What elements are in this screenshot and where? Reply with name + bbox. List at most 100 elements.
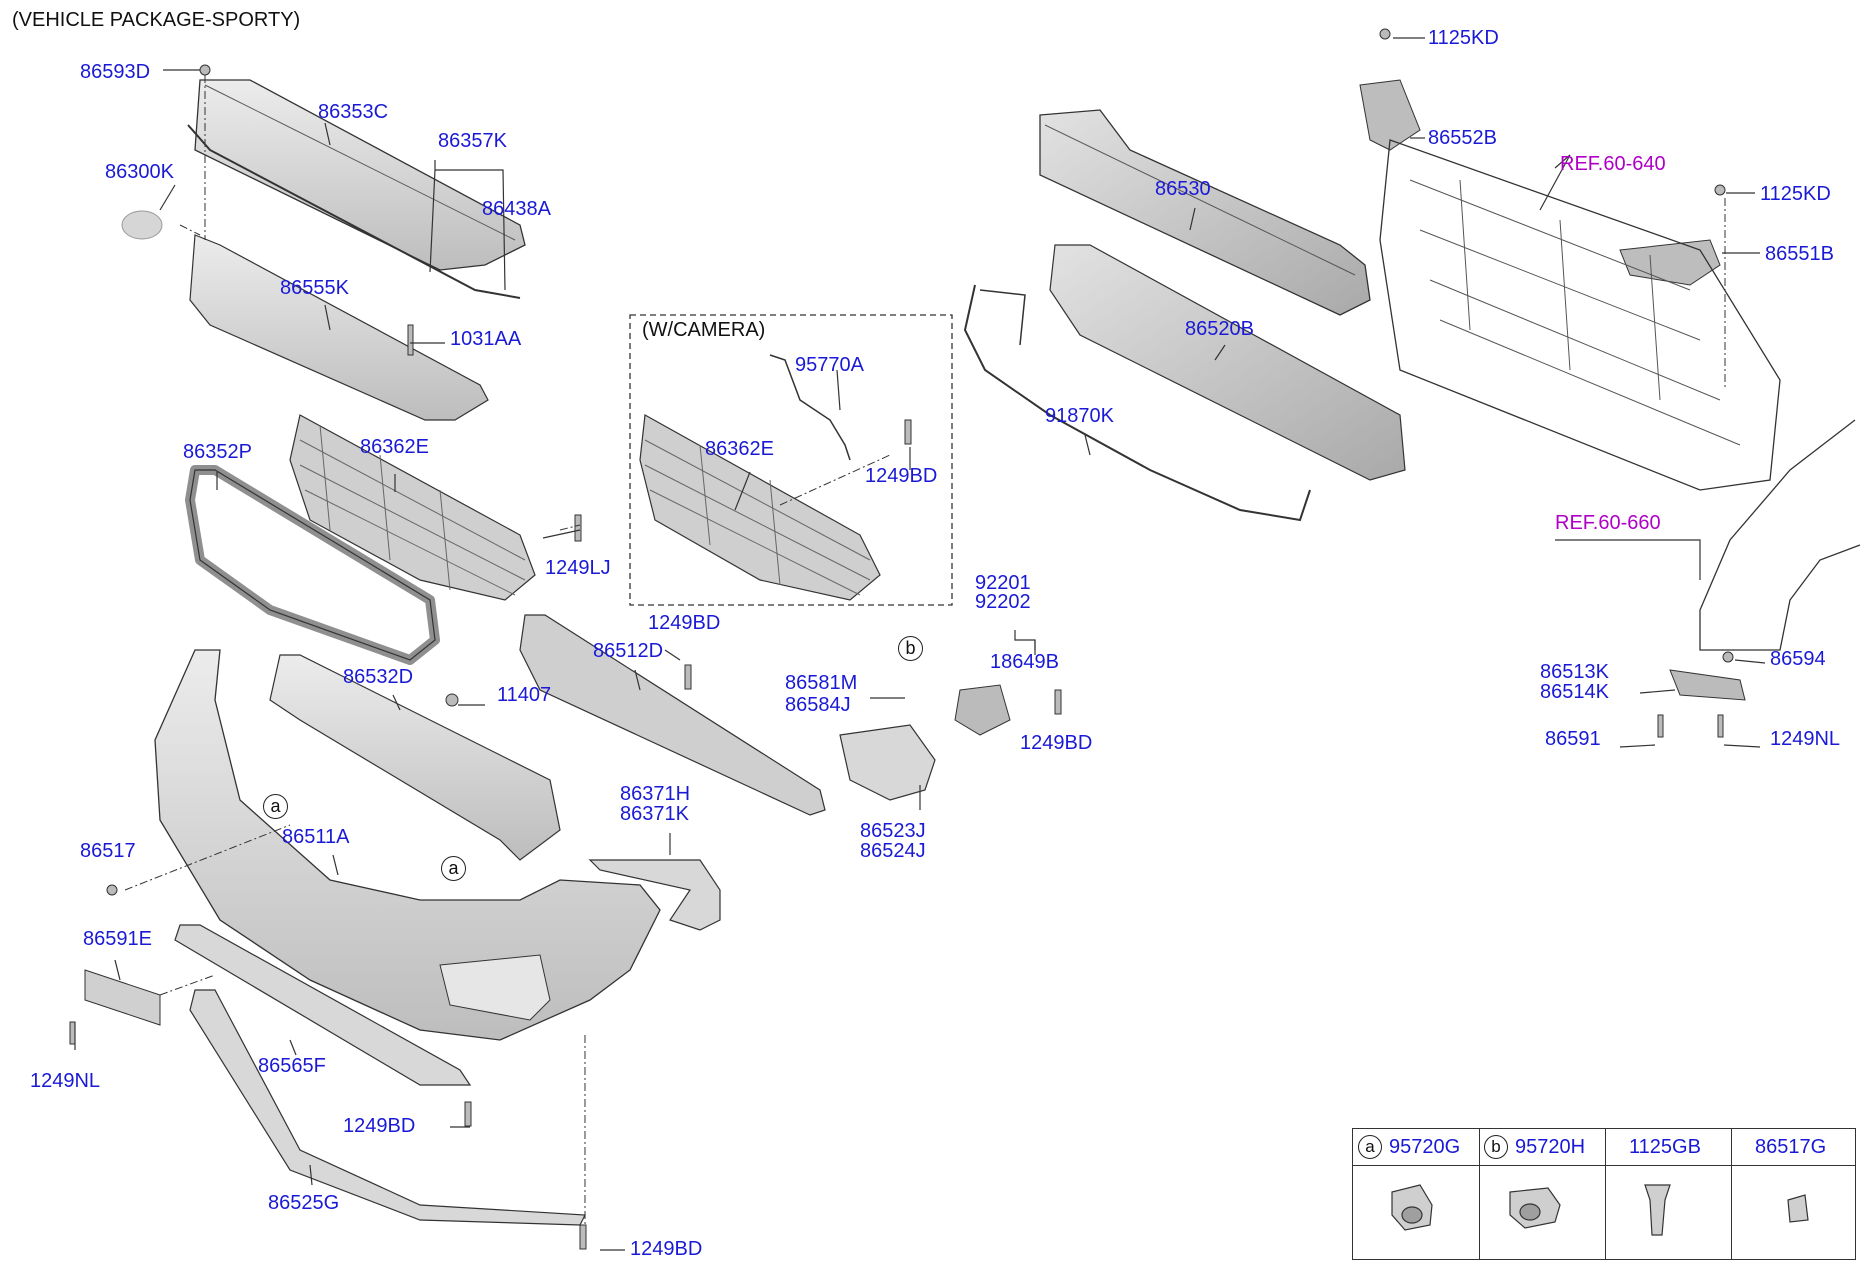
label-1249bd-bottom[interactable]: 1249BD [630,1238,703,1260]
part-86565f-strip [174,924,472,1086]
label-86513k[interactable]: 86513K [1540,661,1609,683]
label-18649b[interactable]: 18649B [990,651,1059,673]
callout-b: b [898,636,923,661]
callout-a-right: a [441,856,466,881]
label-91870k[interactable]: 91870K [1045,405,1114,427]
label-86523j[interactable]: 86523J [860,820,926,842]
label-86591e[interactable]: 86591E [83,928,152,950]
part-86530-beam [1039,109,1371,316]
fender-outline [1699,419,1861,651]
legend-code-86517g[interactable]: 86517G [1755,1136,1827,1158]
fastener-1249bd-d [579,1224,587,1250]
label-86530[interactable]: 86530 [1155,178,1211,200]
label-1249bd-camera[interactable]: 1249BD [865,465,938,487]
label-86555k[interactable]: 86555K [280,277,349,299]
label-86512d[interactable]: 86512D [593,640,664,662]
label-86593d[interactable]: 86593D [80,61,151,83]
clip-icon [1787,1194,1809,1223]
label-86584j[interactable]: 86584J [785,694,851,716]
label-11407[interactable]: 11407 [497,684,552,706]
label-1249bd-upper[interactable]: 1249BD [648,612,721,634]
fastener-86517 [106,884,118,896]
label-86362e[interactable]: 86362E [360,436,429,458]
part-86555k-garnish [189,234,489,421]
ref-60-640[interactable]: REF.60-640 [1560,153,1666,175]
part-86552b-bracket [1359,79,1421,151]
fastener-86594 [1722,651,1734,663]
label-86371k[interactable]: 86371K [620,803,689,825]
fastener-1249lj [574,514,582,542]
legend-icons [1391,1184,1809,1236]
part-86523j-bezel [839,724,936,801]
label-86551b[interactable]: 86551B [1765,243,1834,265]
label-86520b[interactable]: 86520B [1185,318,1254,340]
label-86352p[interactable]: 86352P [183,441,252,463]
label-86591[interactable]: 86591 [1545,728,1601,750]
fastener-1249nl-l [69,1021,76,1045]
legend-code-95720g[interactable]: 95720G [1389,1136,1461,1158]
legend-column-divider [1479,1129,1480,1259]
legend-code-95720h[interactable]: 95720H [1515,1136,1586,1158]
fastener-1125kd-b [1714,184,1726,196]
legend-column-divider [1731,1129,1732,1259]
legend-circle-b: b [1484,1135,1508,1159]
label-86514k[interactable]: 86514K [1540,681,1609,703]
camera-box-title: (W/CAMERA) [642,319,766,341]
callout-a-left: a [263,794,288,819]
label-86525g[interactable]: 86525G [268,1192,340,1214]
label-86532d[interactable]: 86532D [343,666,414,688]
part-86511a-bumper [154,649,661,1041]
label-86511a[interactable]: 86511A [282,826,350,848]
label-1125kd-top[interactable]: 1125KD [1428,27,1499,49]
label-95770a[interactable]: 95770A [795,354,864,376]
legend-circle-a: a [1358,1135,1382,1159]
label-92202[interactable]: 92202 [975,591,1031,613]
part-86532d-bracket [269,654,561,861]
label-1249bd-lower[interactable]: 1249BD [343,1115,416,1137]
label-86362e-camera[interactable]: 86362E [705,438,774,460]
label-86552b[interactable]: 86552B [1428,127,1497,149]
legend-code-1125gb[interactable]: 1125GB [1629,1136,1701,1158]
label-86524j[interactable]: 86524J [860,840,926,862]
label-86581m[interactable]: 86581M [785,672,858,694]
label-86517[interactable]: 86517 [80,840,136,862]
fastener-11407 [445,693,459,707]
label-1031aa[interactable]: 1031AA [450,328,522,350]
label-1249nl-right[interactable]: 1249NL [1770,728,1841,750]
part-95770a-harness [769,354,851,461]
label-86300k[interactable]: 86300K [105,161,174,183]
fastener-1031aa [407,324,414,356]
fastener-86593d [199,64,211,76]
label-86594[interactable]: 86594 [1770,648,1826,670]
ref-60-660[interactable]: REF.60-660 [1555,512,1661,534]
label-1249nl-left[interactable]: 1249NL [30,1070,101,1092]
carrier-assembly [1379,139,1781,491]
fastener-1249bd-c [464,1101,472,1127]
part-91870k-wiring [963,284,1311,522]
part-86512d-lower-grille [519,614,826,816]
fastener-1249bd-b [1054,689,1062,715]
label-92201[interactable]: 92201 [975,572,1031,594]
fastener-1249bd-cam [904,419,912,445]
part-86371h-garnish [588,859,721,931]
label-1249bd-foglamp[interactable]: 1249BD [1020,732,1093,754]
label-86353c[interactable]: 86353C [318,101,389,123]
part-92201-foglamp [954,684,1011,736]
part-86300k-emblem [121,210,163,240]
camera-option-box [629,314,953,606]
part-86362e-grille-camera [639,414,881,601]
label-86371h[interactable]: 86371H [620,783,691,805]
label-86438a[interactable]: 86438A [482,198,551,220]
part-86591e-plate [84,969,161,1026]
part-86525g-lip [189,989,586,1226]
fastener-1125kd-a [1379,28,1391,40]
legend-header-divider [1353,1165,1855,1166]
part-86520b-absorber [1049,244,1406,481]
label-1125kd-right[interactable]: 1125KD [1760,183,1831,205]
label-86357k[interactable]: 86357K [438,130,507,152]
fastener-1249nl-r [1717,714,1724,738]
legend-column-divider [1605,1129,1606,1259]
label-1249lj[interactable]: 1249LJ [545,557,611,579]
label-86565f[interactable]: 86565F [258,1055,326,1077]
